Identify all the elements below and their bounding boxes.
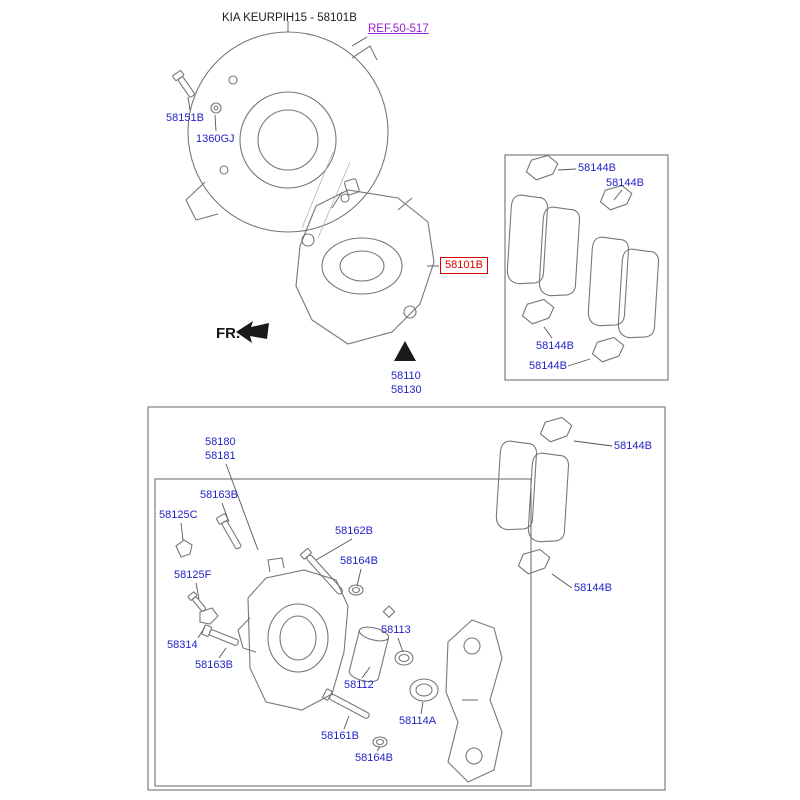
washer-drawing — [210, 102, 222, 114]
part-label-58144B-1[interactable]: 58144B — [578, 162, 616, 174]
dust-shield-drawing — [185, 21, 389, 233]
fr-arrow-icon — [236, 321, 269, 343]
guide-pin-drawing — [322, 688, 370, 719]
diagram-title: KIA KEURPIH15 - 58101B — [222, 12, 357, 24]
part-label-58314[interactable]: 58314 — [167, 639, 198, 651]
part-label-58163B-1[interactable]: 58163B — [200, 489, 238, 501]
guide-bolt-drawing — [215, 513, 242, 550]
lower-pad-drawing — [489, 416, 576, 576]
brake-pad-drawing — [521, 451, 576, 546]
bleeder-clip-drawing — [199, 607, 219, 625]
fr-direction-label: FR. — [216, 325, 241, 342]
caliper-kit-outer-box — [147, 406, 666, 791]
part-label-58144B-2[interactable]: 58144B — [606, 177, 644, 189]
small-clip-drawing — [175, 539, 193, 558]
small-screw-drawing — [187, 591, 206, 612]
small-key-drawing — [382, 605, 396, 619]
bushing-drawing — [372, 736, 388, 748]
part-label-58101B-highlighted[interactable]: 58101B — [440, 257, 488, 274]
pad-kit-box — [504, 154, 669, 381]
part-label-58180[interactable]: 58180 — [205, 436, 236, 448]
ref-link[interactable]: REF.50-517 — [368, 23, 429, 35]
caliper-carrier-drawing — [445, 619, 503, 783]
part-label-58164B-1[interactable]: 58164B — [340, 555, 378, 567]
assembly-up-arrow-icon — [394, 341, 416, 361]
part-label-1360GJ[interactable]: 1360GJ — [196, 133, 235, 145]
part-label-58144B-6[interactable]: 58144B — [574, 582, 612, 594]
caliper-kit-inner-box — [154, 478, 532, 787]
pad-clip-drawing — [520, 298, 556, 326]
brake-pad-drawing — [489, 439, 544, 534]
part-label-58112[interactable]: 58112 — [344, 679, 374, 691]
pad-clip-drawing — [538, 416, 574, 444]
part-label-58162B[interactable]: 58162B — [335, 525, 373, 537]
part-label-58144B-3[interactable]: 58144B — [536, 340, 574, 352]
part-label-58113[interactable]: 58113 — [381, 624, 411, 636]
part-label-58164B-2[interactable]: 58164B — [355, 752, 393, 764]
brake-pad-drawing — [532, 205, 587, 300]
brake-pad-drawing — [611, 247, 666, 342]
bushing-drawing — [348, 584, 364, 596]
leader-lines — [180, 36, 623, 752]
caliper-housing-drawing — [237, 557, 349, 711]
part-label-58151B[interactable]: 58151B — [166, 112, 204, 124]
part-label-58125F[interactable]: 58125F — [174, 569, 212, 581]
piston-drawing — [348, 626, 390, 683]
guide-bolt-drawing — [201, 624, 239, 646]
part-label-58114A[interactable]: 58114A — [399, 715, 437, 727]
part-label-58110[interactable]: 58110 — [391, 370, 421, 382]
part-label-58144B-4[interactable]: 58144B — [529, 360, 567, 372]
guide-pin-drawing — [300, 548, 343, 595]
piston-boot-drawing — [409, 678, 439, 702]
caliper-assembly-drawing — [295, 151, 435, 345]
brake-pad-drawing — [581, 235, 636, 330]
hardware-drawings — [175, 513, 439, 748]
section-boxes — [147, 154, 669, 791]
brake-pad-drawing — [500, 193, 555, 288]
part-label-58125C[interactable]: 58125C — [159, 509, 198, 521]
shield-bolt-drawing — [172, 70, 222, 114]
pad-clip-drawing — [516, 548, 552, 576]
pad-clip-drawing — [590, 336, 626, 364]
piston-seal-drawing — [394, 650, 414, 666]
part-label-58144B-5[interactable]: 58144B — [614, 440, 652, 452]
part-label-58130[interactable]: 58130 — [391, 384, 422, 396]
pad-clip-drawing — [524, 154, 560, 182]
part-label-58163B-2[interactable]: 58163B — [195, 659, 233, 671]
part-label-58161B[interactable]: 58161B — [321, 730, 359, 742]
part-label-58181[interactable]: 58181 — [205, 450, 236, 462]
